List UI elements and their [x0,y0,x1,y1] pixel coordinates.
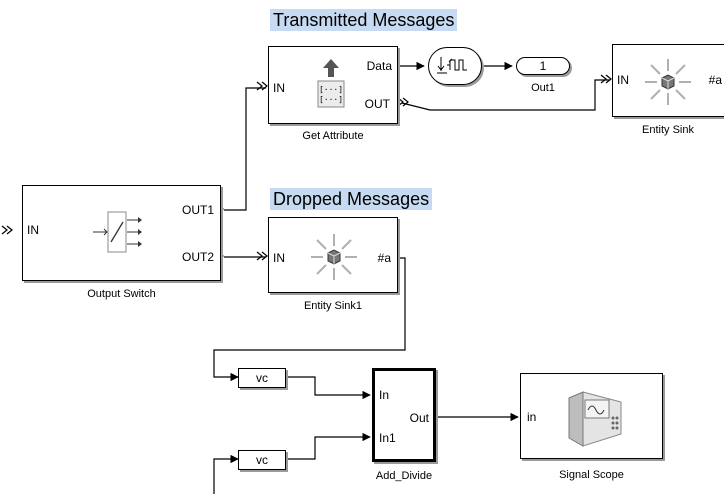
entity-port-chevron [600,74,612,84]
port-label-in: IN [273,81,285,95]
line-vc2-to-in1 [286,432,371,460]
from-tag-vc[interactable]: vc [238,368,286,388]
output-switch-caption: Output Switch [87,288,156,300]
port-label-out: Out [409,411,429,425]
entity-port-chevron [1,225,13,235]
port-label-in: In [379,388,390,402]
line-out1-to-get-attribute [224,87,266,211]
port-label-in: in [527,410,537,424]
switch-icon [93,211,142,253]
get-attribute-icon: [···] [···] [317,59,345,108]
svg-text:[···]: [···] [319,95,343,104]
port-label-out1: OUT1 [181,203,214,217]
area-label-transmitted: Transmitted Messages [270,9,458,31]
entity-sink-icon [645,59,691,105]
signal-converter-block[interactable] [428,47,482,85]
port-label-in: IN [617,73,629,87]
port-label-in: IN [27,223,39,237]
line-vc-to-in [286,376,371,400]
scope-icon [568,391,622,447]
signal-scope-caption: Signal Scope [559,469,624,481]
port-label-count: #a [708,73,722,87]
output-switch-block[interactable]: IN OUT1 OUT2 [22,185,221,281]
entity-sink-block[interactable]: IN #a [612,44,724,117]
entity-sink-caption: Entity Sink [642,124,694,136]
out1-port-block[interactable]: 1 [516,57,570,75]
port-label-out2: OUT2 [181,250,214,264]
port-label-count: #a [377,251,391,265]
svg-text:[···]: [···] [319,85,343,94]
area-label-dropped: Dropped Messages [270,188,433,210]
get-attribute-block[interactable]: IN Data OUT [···] [···] [268,46,398,124]
out1-caption: Out1 [531,82,555,94]
port-label-data: Data [366,59,392,73]
signal-scope-block[interactable]: in [520,373,663,459]
port-label-out: OUT [364,97,390,111]
get-attribute-caption: Get Attribute [302,130,364,142]
line-out-to-entity-sink [401,79,610,111]
entity-sink1-block[interactable]: IN #a [268,217,398,293]
entity-port-chevron [397,97,409,107]
entity-port-chevron [256,251,268,261]
line-into-vc2 [213,454,239,494]
signal-converter-icon [437,57,467,74]
entity-port-chevron [256,81,268,91]
entity-sink-icon [311,234,357,280]
add-divide-caption: Add_Divide [375,470,433,482]
line-sink1-count-down [213,257,406,382]
entity-sink1-caption: Entity Sink1 [303,300,363,312]
add-divide-subsystem-block[interactable]: In In1 Out [372,368,436,462]
port-label-in1: In1 [379,431,396,445]
from-tag-vc[interactable]: vc [238,450,286,470]
port-label-in: IN [273,251,285,265]
